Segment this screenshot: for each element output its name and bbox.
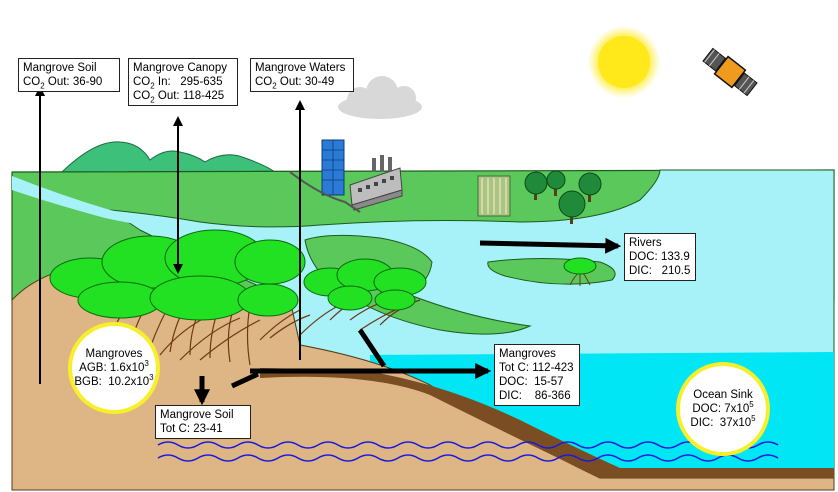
rivers-dic: DIC: 210.5: [629, 265, 691, 277]
soil-co2-out-box: Mangrove Soil CO2 Out: 36-90: [18, 58, 120, 92]
export-doc: DOC: 15-57: [499, 376, 564, 388]
co2-label: CO: [23, 76, 41, 88]
canopy-co2-box: Mangrove Canopy CO2 In: 295-635 CO2 Out:…: [128, 58, 238, 106]
ocean-doc-value: DOC: 7x10: [692, 403, 750, 415]
mangroves-export-box: Mangroves Tot C: 112-423 DOC: 15-57 DIC:…: [494, 344, 580, 406]
crop-field-icon: [477, 175, 511, 217]
soil-out-value: Out: 36-90: [44, 76, 103, 88]
sun-icon: [588, 26, 660, 98]
agb-value: AGB: 1.6x10: [79, 362, 145, 374]
burial-totc: Tot C: 23-41: [160, 423, 223, 435]
rivers-doc: DOC: 133.9: [629, 251, 690, 263]
cloud-icon: [338, 76, 422, 119]
satellite-icon: [702, 47, 758, 97]
flux-arrows: [35, 86, 622, 406]
stock-title: Mangroves: [85, 348, 143, 360]
export-dic: DIC: 86-366: [499, 390, 571, 402]
island-export-arrow: [357, 328, 387, 368]
mountain-icon: [60, 141, 277, 173]
soil-out-title: Mangrove Soil: [23, 62, 97, 74]
ocean-title: Ocean Sink: [693, 389, 753, 401]
tree-icon: [524, 170, 602, 224]
waters-title: Mangrove Waters: [255, 62, 346, 74]
city-building-icon: [321, 139, 345, 196]
canopy-out-value: Out: 118-425: [154, 90, 225, 102]
waters-out-value: Out: 30-49: [276, 76, 335, 88]
mangrove-export-arrow: [230, 371, 260, 389]
bgb-value: BGB: 10.2x10: [74, 376, 150, 388]
ocean-waves: [157, 441, 779, 462]
soil-burial-box: Mangrove Soil Tot C: 23-41: [155, 405, 251, 439]
factory-icon: [289, 155, 403, 213]
mangroves-stock-circle: Mangroves AGB: 1.6x103 BGB: 10.2x103: [68, 322, 160, 414]
ocean-sink-circle: Ocean Sink DOC: 7x105 DIC: 37x105: [676, 362, 770, 456]
canopy-title: Mangrove Canopy: [133, 62, 227, 74]
rivers-export-arrow: [479, 237, 622, 254]
waters-co2-out-box: Mangrove Waters CO2 Out: 30-49: [250, 58, 354, 92]
ocean-dic-value: DIC: 37x10: [690, 417, 752, 429]
rivers-title: Rivers: [629, 237, 662, 249]
export-totc: Tot C: 112-423: [499, 362, 574, 374]
islet-mangrove-tree-icon: [563, 257, 597, 286]
canopy-in-value: In: 295-635: [154, 76, 223, 88]
burial-title: Mangrove Soil: [160, 409, 234, 421]
rivers-box: Rivers DOC: 133.9 DIC: 210.5: [624, 233, 696, 281]
export-title: Mangroves: [499, 348, 556, 360]
